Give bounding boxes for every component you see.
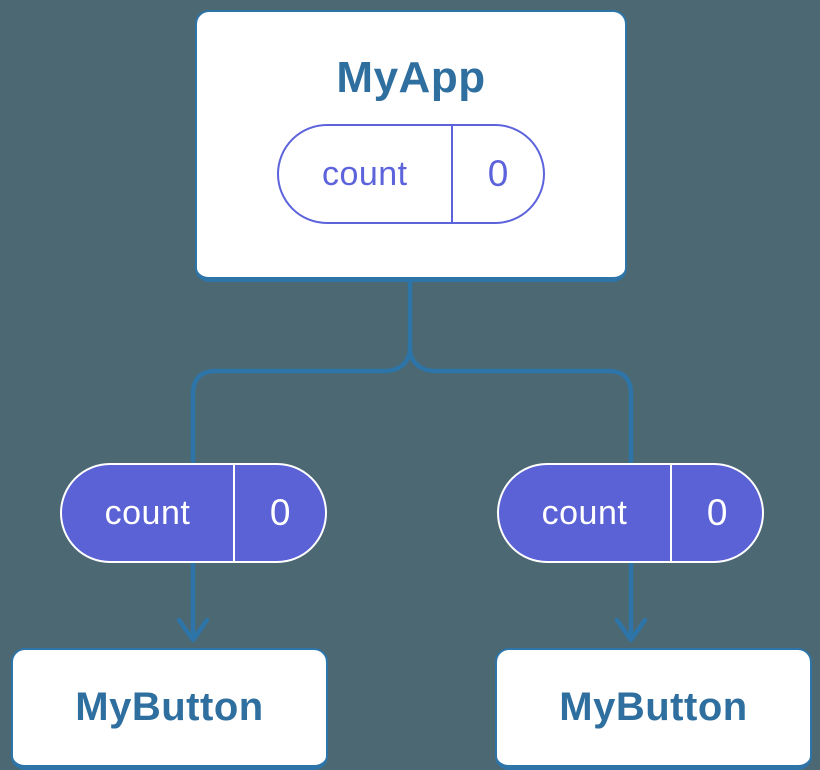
node-myapp: MyApp count 0 xyxy=(195,10,627,282)
state-pill-child-left-label: count xyxy=(104,493,191,532)
state-pill-root: count 0 xyxy=(277,124,545,225)
arrow-down-icon-left xyxy=(176,617,210,643)
node-mybutton-right: MyButton xyxy=(495,648,812,770)
node-mybutton-left-title: MyButton xyxy=(75,685,264,729)
state-pill-root-value: 0 xyxy=(487,153,509,195)
arrow-down-icon-right xyxy=(614,617,648,643)
state-pill-child-right-divider xyxy=(669,465,673,561)
node-myapp-title: MyApp xyxy=(336,53,486,102)
connector-branch-right xyxy=(407,347,634,637)
state-pill-child-left-divider xyxy=(232,465,236,561)
state-pill-child-left-value: 0 xyxy=(269,492,291,533)
node-mybutton-right-title: MyButton xyxy=(559,685,748,729)
state-pill-child-left: count 0 xyxy=(60,463,327,563)
state-pill-child-right-value: 0 xyxy=(706,492,728,533)
state-pill-child-right-label: count xyxy=(541,493,628,532)
state-pill-child-right: count 0 xyxy=(497,463,764,563)
state-pill-root-label: count xyxy=(321,154,408,193)
node-mybutton-left: MyButton xyxy=(11,648,328,770)
state-pill-root-divider xyxy=(450,126,454,223)
connector-branch-left xyxy=(190,347,413,637)
